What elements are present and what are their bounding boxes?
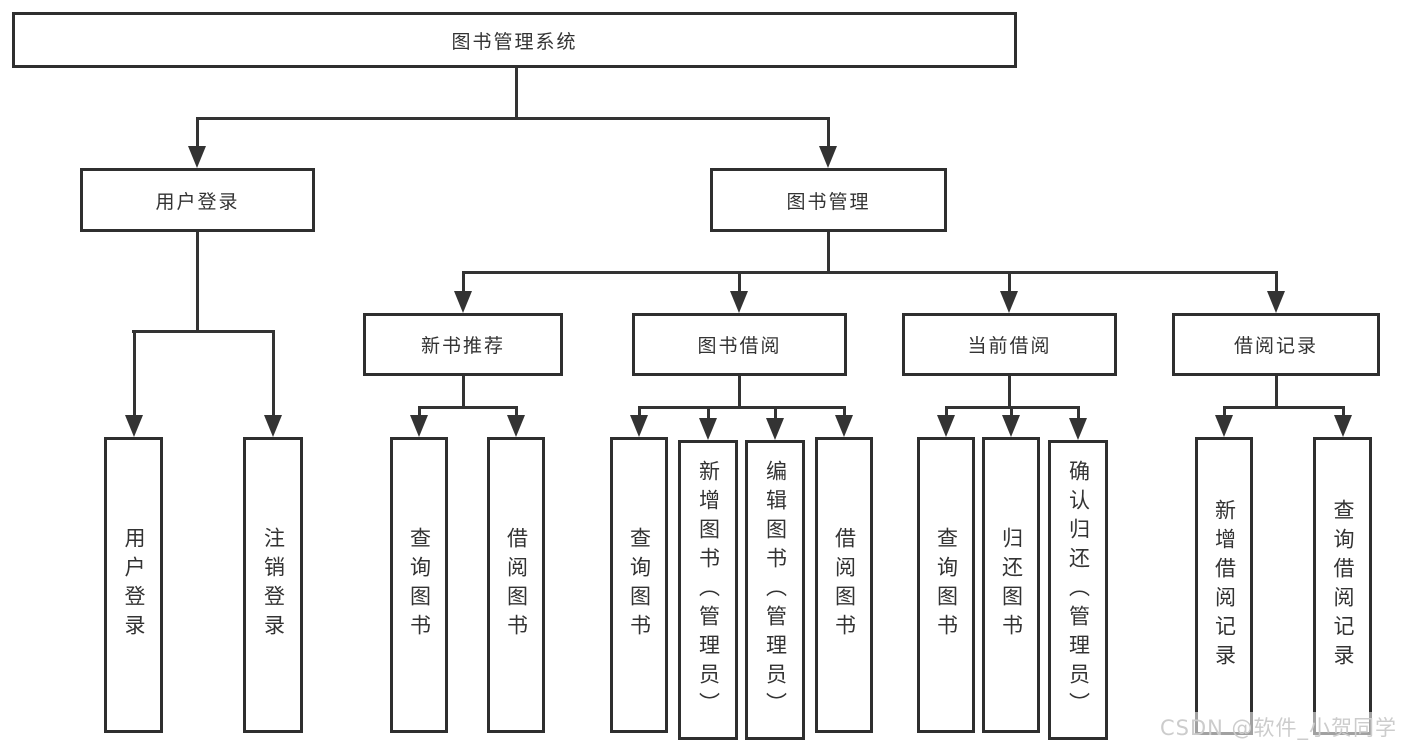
arrowhead-currentborrow (1000, 291, 1018, 313)
leaf-query-book-borrow: 查询图书 (610, 437, 668, 733)
leaf-add-book-admin: 新增图书（管理员） (678, 440, 738, 740)
arrowhead-br-add (1215, 415, 1233, 437)
arrowhead-nb-borrow (507, 415, 525, 437)
connector-bookborrow-stub (738, 376, 741, 409)
leaf-return-book: 归还图书 (982, 437, 1040, 733)
node-book-management: 图书管理 (710, 168, 947, 232)
leaf-user-login: 用户登录 (104, 437, 163, 733)
leaf-query-book-current: 查询图书 (917, 437, 975, 733)
arrowhead-cb-query (937, 415, 955, 437)
arrowhead-user-login (188, 146, 206, 168)
node-new-book-recommend: 新书推荐 (363, 313, 563, 376)
arrowhead-bb-edit (766, 418, 784, 440)
connector-root-stub (515, 68, 518, 118)
connector-drop-bb-add (707, 406, 710, 422)
connector-rail-borrowrecords (1223, 406, 1345, 409)
arrowhead-br-query (1334, 415, 1352, 437)
arrowhead-login (125, 415, 143, 437)
arrowhead-bb-borrow (835, 415, 853, 437)
node-user-login: 用户登录 (80, 168, 315, 232)
arrowhead-bb-add (699, 418, 717, 440)
connector-drop-nb-borrow (515, 406, 518, 420)
connector-rail-userlogin (132, 330, 275, 333)
leaf-borrow-book: 借阅图书 (815, 437, 873, 733)
connector-drop-logout (272, 330, 275, 418)
connector-borrowrecords-stub (1275, 376, 1278, 409)
connector-drop-bookborrow (738, 271, 741, 299)
connector-drop-recommend (462, 271, 465, 299)
connector-drop-cb-confirm (1077, 406, 1080, 422)
connector-rail-bookborrow (638, 406, 846, 409)
arrowhead-cb-return (1002, 415, 1020, 437)
connector-currentborrow-stub (1008, 376, 1011, 409)
node-borrow-records: 借阅记录 (1172, 313, 1380, 376)
leaf-logout: 注销登录 (243, 437, 303, 733)
arrowhead-nb-query (410, 415, 428, 437)
connector-rail-recommend (418, 406, 518, 409)
connector-drop-borrowrecords (1275, 271, 1278, 299)
connector-drop-cb-return (1010, 406, 1013, 420)
connector-rail-level2 (196, 117, 830, 120)
connector-drop-bb-query (638, 406, 641, 420)
connector-userlogin-stub (196, 232, 199, 333)
connector-drop-currentborrow (1008, 271, 1011, 299)
connector-drop-bb-borrow (843, 406, 846, 420)
connector-drop-book-management (827, 117, 830, 151)
connector-drop-login (133, 330, 136, 418)
leaf-edit-book-admin: 编辑图书（管理员） (745, 440, 805, 740)
node-book-borrow: 图书借阅 (632, 313, 847, 376)
connector-drop-nb-query (418, 406, 421, 420)
leaf-borrow-book-recommend: 借阅图书 (487, 437, 545, 733)
leaf-query-borrow-record: 查询借阅记录 (1313, 437, 1372, 735)
arrowhead-recommend (454, 291, 472, 313)
arrowhead-logout (264, 415, 282, 437)
leaf-add-borrow-record: 新增借阅记录 (1195, 437, 1253, 735)
arrowhead-cb-confirm (1069, 418, 1087, 440)
connector-drop-bb-edit (774, 406, 777, 422)
arrowhead-borrowrecords (1267, 291, 1285, 313)
connector-drop-br-add (1223, 406, 1226, 420)
node-current-borrow: 当前借阅 (902, 313, 1117, 376)
connector-recommend-stub (462, 376, 465, 409)
leaf-query-book-recommend: 查询图书 (390, 437, 448, 733)
connector-bookmgmt-stub (827, 232, 830, 274)
arrowhead-bookborrow (730, 291, 748, 313)
csdn-watermark: CSDN @软件_小贺同学 (1156, 712, 1402, 742)
connector-drop-user-login (196, 117, 199, 151)
connector-drop-br-query (1342, 406, 1345, 420)
arrowhead-bb-query (630, 415, 648, 437)
connector-rail-level3 (462, 271, 1278, 274)
node-library-system: 图书管理系统 (12, 12, 1017, 68)
arrowhead-book-management (819, 146, 837, 168)
leaf-confirm-return-admin: 确认归还（管理员） (1048, 440, 1108, 740)
connector-drop-cb-query (945, 406, 948, 420)
